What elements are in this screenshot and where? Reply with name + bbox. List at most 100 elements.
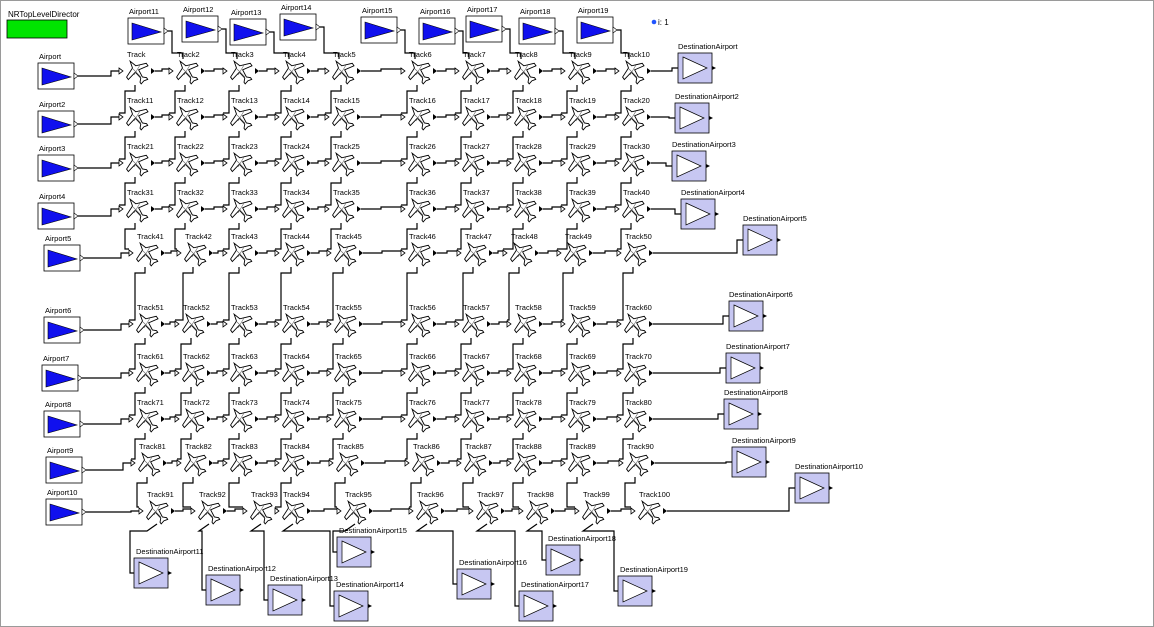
track-86[interactable]: Track86 xyxy=(404,442,441,481)
input-port-icon[interactable] xyxy=(400,159,406,167)
input-port-icon[interactable] xyxy=(454,205,460,213)
output-port-icon[interactable] xyxy=(161,321,165,327)
input-port-icon[interactable] xyxy=(274,320,280,328)
output-port-icon[interactable] xyxy=(593,416,597,422)
output-port-icon[interactable] xyxy=(357,68,361,74)
track-62[interactable]: Track62 xyxy=(174,352,211,391)
output-port-icon[interactable] xyxy=(223,508,227,514)
output-port-icon[interactable] xyxy=(553,604,557,608)
output-port-icon[interactable] xyxy=(593,114,597,120)
track-67[interactable]: Track67 xyxy=(454,352,491,391)
input-port-icon[interactable] xyxy=(400,249,406,257)
output-port-icon[interactable] xyxy=(649,416,653,422)
output-port-icon[interactable] xyxy=(315,23,321,31)
input-port-icon[interactable] xyxy=(326,249,332,257)
track-4[interactable]: Track4 xyxy=(274,50,311,89)
bottom-destination-4[interactable]: DestinationAirport14 xyxy=(333,580,404,622)
input-port-icon[interactable] xyxy=(614,67,620,75)
track-96[interactable]: Track96 xyxy=(408,490,445,529)
output-port-icon[interactable] xyxy=(163,27,169,35)
input-port-icon[interactable] xyxy=(454,369,460,377)
track-45[interactable]: Track45 xyxy=(326,232,363,271)
input-port-icon[interactable] xyxy=(400,205,406,213)
output-port-icon[interactable] xyxy=(73,164,79,172)
left-airport-6[interactable]: Airport6 xyxy=(43,306,85,344)
output-port-icon[interactable] xyxy=(307,68,311,74)
track-51[interactable]: Track51 xyxy=(128,303,165,342)
track-87[interactable]: Track87 xyxy=(456,442,493,481)
output-port-icon[interactable] xyxy=(580,558,584,562)
input-port-icon[interactable] xyxy=(502,249,508,257)
top-airport-9[interactable]: Airport19 xyxy=(576,6,618,44)
input-port-icon[interactable] xyxy=(336,507,342,515)
track-78[interactable]: Track78 xyxy=(506,398,543,437)
track-85[interactable]: Track85 xyxy=(328,442,365,481)
track-5[interactable]: Track5 xyxy=(324,50,361,89)
output-port-icon[interactable] xyxy=(539,206,543,212)
track-47[interactable]: Track47 xyxy=(456,232,493,271)
output-port-icon[interactable] xyxy=(396,26,402,34)
output-port-icon[interactable] xyxy=(73,212,79,220)
output-port-icon[interactable] xyxy=(433,321,437,327)
input-port-icon[interactable] xyxy=(400,415,406,423)
input-port-icon[interactable] xyxy=(560,459,566,467)
track-79[interactable]: Track79 xyxy=(560,398,597,437)
left-airport-4[interactable]: Airport4 xyxy=(37,192,79,230)
right-destination-2[interactable]: DestinationAirport2 xyxy=(674,92,739,134)
track-40[interactable]: Track40 xyxy=(614,188,651,227)
track-60[interactable]: Track60 xyxy=(616,303,653,342)
input-port-icon[interactable] xyxy=(454,67,460,75)
output-port-icon[interactable] xyxy=(501,508,505,514)
track-48[interactable]: Track48 xyxy=(502,232,539,271)
output-port-icon[interactable] xyxy=(539,160,543,166)
output-port-icon[interactable] xyxy=(489,460,493,466)
input-port-icon[interactable] xyxy=(616,249,622,257)
output-port-icon[interactable] xyxy=(489,250,493,256)
output-port-icon[interactable] xyxy=(539,321,543,327)
track-10[interactable]: Track10 xyxy=(614,50,651,89)
top-airport-5[interactable]: Airport15 xyxy=(360,6,402,44)
input-port-icon[interactable] xyxy=(138,507,144,515)
input-port-icon[interactable] xyxy=(328,459,334,467)
output-port-icon[interactable] xyxy=(255,370,259,376)
output-port-icon[interactable] xyxy=(433,114,437,120)
track-29[interactable]: Track29 xyxy=(560,142,597,181)
output-port-icon[interactable] xyxy=(777,238,781,242)
output-port-icon[interactable] xyxy=(255,68,259,74)
right-destination-9[interactable]: DestinationAirport9 xyxy=(731,436,796,478)
input-port-icon[interactable] xyxy=(560,67,566,75)
output-port-icon[interactable] xyxy=(79,254,85,262)
input-port-icon[interactable] xyxy=(560,113,566,121)
input-port-icon[interactable] xyxy=(222,159,228,167)
top-airport-6[interactable]: Airport16 xyxy=(418,7,460,45)
track-77[interactable]: Track77 xyxy=(454,398,491,437)
track-19[interactable]: Track19 xyxy=(560,96,597,135)
output-port-icon[interactable] xyxy=(207,321,211,327)
input-port-icon[interactable] xyxy=(560,205,566,213)
output-port-icon[interactable] xyxy=(307,321,311,327)
input-port-icon[interactable] xyxy=(506,369,512,377)
output-port-icon[interactable] xyxy=(758,412,762,416)
track-17[interactable]: Track17 xyxy=(454,96,491,135)
track-38[interactable]: Track38 xyxy=(506,188,543,227)
output-port-icon[interactable] xyxy=(612,26,618,34)
output-port-icon[interactable] xyxy=(151,114,155,120)
output-port-icon[interactable] xyxy=(255,460,259,466)
right-destination-5[interactable]: DestinationAirport5 xyxy=(742,214,807,256)
input-port-icon[interactable] xyxy=(454,159,460,167)
output-port-icon[interactable] xyxy=(307,508,311,514)
input-port-icon[interactable] xyxy=(222,249,228,257)
output-port-icon[interactable] xyxy=(357,160,361,166)
output-port-icon[interactable] xyxy=(201,160,205,166)
track-54[interactable]: Track54 xyxy=(274,303,311,342)
track-42[interactable]: Track42 xyxy=(176,232,213,271)
output-port-icon[interactable] xyxy=(240,588,244,592)
track-7[interactable]: Track7 xyxy=(454,50,491,89)
input-port-icon[interactable] xyxy=(242,507,248,515)
output-port-icon[interactable] xyxy=(491,582,495,586)
input-port-icon[interactable] xyxy=(128,249,134,257)
input-port-icon[interactable] xyxy=(174,320,180,328)
input-port-icon[interactable] xyxy=(326,415,332,423)
output-port-icon[interactable] xyxy=(265,28,271,36)
track-59[interactable]: Track59 xyxy=(560,303,597,342)
